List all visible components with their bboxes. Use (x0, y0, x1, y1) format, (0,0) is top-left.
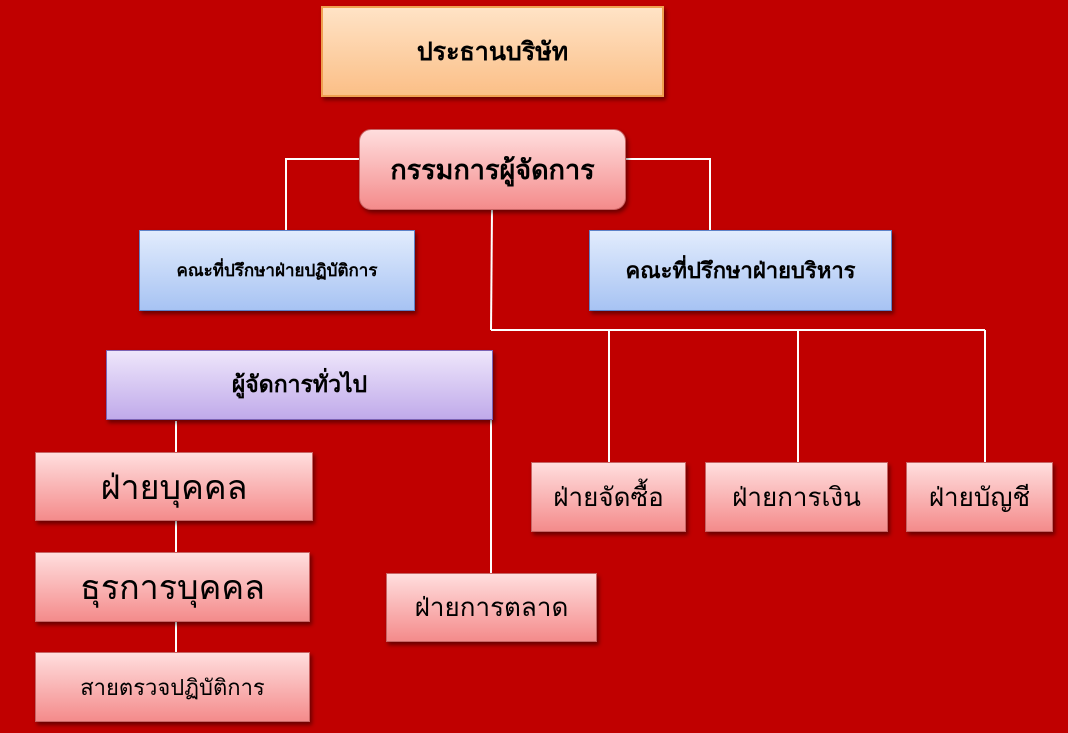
purchasing-department-box: ฝ่ายจัดซื้อ (531, 462, 686, 532)
general-manager-label: ผู้จัดการทั่วไป (231, 372, 368, 398)
personnel-affairs-label: ธุรการบุคคล (80, 568, 265, 608)
accounting-department-label: ฝ่ายบัญชี (928, 482, 1031, 513)
chairman-label: ประธานบริษัท (416, 36, 569, 66)
purchasing-department-label: ฝ่ายจัดซื้อ (553, 482, 664, 513)
finance-department-label: ฝ่ายการเงิน (732, 482, 861, 513)
operations-inspection-box: สายตรวจปฏิบัติการ (35, 652, 310, 722)
finance-department-box: ฝ่ายการเงิน (705, 462, 888, 532)
marketing-department-box: ฝ่ายการตลาด (386, 573, 597, 642)
operations-advisory-box: คณะที่ปรึกษาฝ่ายปฏิบัติการ (139, 230, 415, 311)
connector-md-trunk (490, 209, 493, 331)
management-advisory-box: คณะที่ปรึกษาฝ่ายบริหาร (589, 230, 892, 311)
managing-director-label: กรรมการผู้จัดการ (390, 155, 595, 186)
management-advisory-label: คณะที่ปรึกษาฝ่ายบริหาร (625, 259, 856, 284)
personnel-affairs-box: ธุรการบุคคล (35, 552, 310, 622)
operations-inspection-label: สายตรวจปฏิบัติการ (80, 675, 265, 701)
marketing-department-label: ฝ่ายการตลาด (414, 593, 569, 623)
connector-md-operations-advisory (285, 158, 360, 230)
managing-director-box: กรรมการผู้จัดการ (359, 129, 626, 210)
connector-md-management-advisory (626, 158, 711, 230)
accounting-department-box: ฝ่ายบัญชี (906, 462, 1053, 532)
hr-department-box: ฝ่ายบุคคล (35, 452, 313, 521)
operations-advisory-label: คณะที่ปรึกษาฝ่ายปฏิบัติการ (176, 261, 378, 281)
chairman-box: ประธานบริษัท (321, 6, 664, 97)
hr-department-label: ฝ่ายบุคคล (100, 467, 248, 508)
general-manager-box: ผู้จัดการทั่วไป (106, 350, 493, 420)
